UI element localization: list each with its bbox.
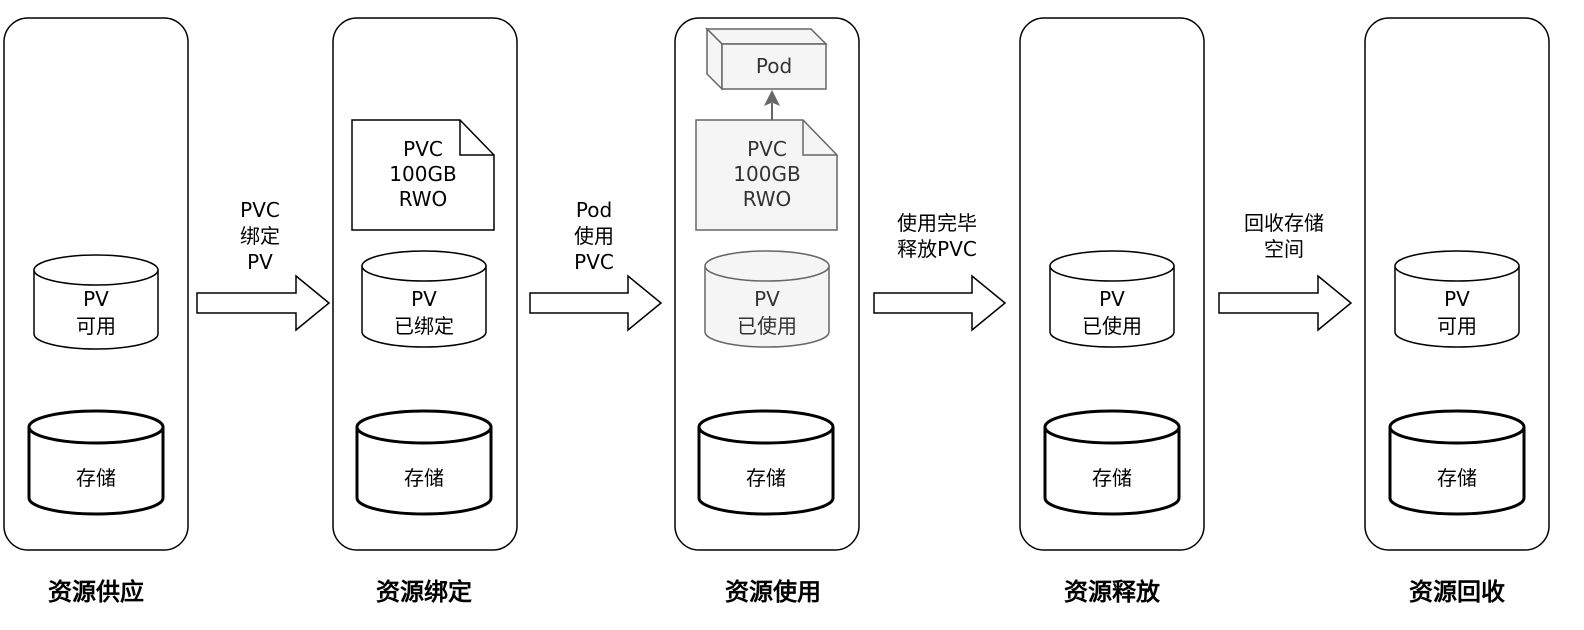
stage-title: 资源回收 <box>1409 578 1505 606</box>
stage-use: Pod PVC 100GB RWO PV 已使用 存储 <box>674 17 860 551</box>
storage-cylinder: 存储 <box>697 409 835 516</box>
pod-box: Pod <box>705 27 828 91</box>
transition-label-line: PVC <box>240 198 280 222</box>
arrow-right-icon <box>196 274 331 332</box>
stage-reclaim: PV 可用 存储 <box>1364 17 1550 551</box>
transition-label-line: 回收存储 <box>1244 211 1324 235</box>
transition-use: Pod 使用 PVC <box>529 198 663 332</box>
storage-cylinder: 存储 <box>1043 409 1181 516</box>
storage-cylinder: 存储 <box>355 409 493 516</box>
pvc-document: PVC 100GB RWO <box>351 119 495 231</box>
transition-label-line: 使用完毕 <box>897 211 977 235</box>
arrow-right-icon <box>529 274 663 332</box>
pv-state-label: 可用 <box>1437 314 1477 338</box>
transition-reclaim: 回收存储 空间 <box>1218 211 1353 332</box>
stage-provision: PV 可用 存储 <box>3 17 189 551</box>
pvc-label-line: PVC <box>403 137 443 161</box>
transition-release: 使用完毕 释放PVC <box>873 211 1007 332</box>
pv-cylinder: PV 可用 <box>33 254 159 350</box>
pv-label: PV <box>1099 287 1125 311</box>
pv-state-label: 已绑定 <box>394 314 454 338</box>
stage-title: 资源供应 <box>48 578 144 606</box>
pv-label: PV <box>83 287 109 311</box>
transition-label-line: 使用 <box>574 224 614 248</box>
storage-label: 存储 <box>404 466 444 490</box>
pvc-label-line: RWO <box>399 187 448 211</box>
pvc-document: PVC 100GB RWO <box>695 119 838 231</box>
stage-title: 资源绑定 <box>376 578 472 606</box>
arrow-right-icon <box>1218 274 1353 332</box>
transition-label-line: 绑定 <box>240 224 280 248</box>
pvc-label-line: 100GB <box>389 162 456 186</box>
pod-label: Pod <box>756 54 792 78</box>
pv-cylinder: PV 已使用 <box>704 250 830 348</box>
pv-cylinder: PV 可用 <box>1394 250 1520 348</box>
pvc-to-pod-arrow <box>763 89 781 120</box>
pv-state-label: 可用 <box>76 314 116 338</box>
pv-state-label: 已使用 <box>737 314 797 338</box>
storage-label: 存储 <box>1437 466 1477 490</box>
pv-label: PV <box>754 287 780 311</box>
transition-label-line: Pod <box>576 198 612 222</box>
stage-release: PV 已使用 存储 <box>1019 17 1205 551</box>
pv-state-label: 已使用 <box>1082 314 1142 338</box>
stage-bind: PVC 100GB RWO PV 已绑定 存储 <box>332 17 518 551</box>
stage-title: 资源释放 <box>1064 578 1161 606</box>
transition-label-line: PVC <box>574 250 614 274</box>
pvc-label-line: RWO <box>743 187 792 211</box>
pv-label: PV <box>1444 287 1470 311</box>
pv-cylinder: PV 已绑定 <box>361 250 487 348</box>
pvc-label-line: PVC <box>747 137 787 161</box>
storage-cylinder: 存储 <box>27 409 165 516</box>
storage-label: 存储 <box>1092 466 1132 490</box>
pv-label: PV <box>411 287 437 311</box>
transition-label-line: 释放PVC <box>897 237 977 261</box>
storage-label: 存储 <box>76 466 116 490</box>
transition-bind: PVC 绑定 PV <box>196 198 331 332</box>
storage-cylinder: 存储 <box>1388 409 1526 516</box>
storage-label: 存储 <box>746 466 786 490</box>
arrow-right-icon <box>873 274 1007 332</box>
transition-label-line: PV <box>247 250 273 274</box>
pvc-label-line: 100GB <box>733 162 800 186</box>
pv-cylinder: PV 已使用 <box>1049 250 1175 348</box>
stage-title: 资源使用 <box>725 578 821 606</box>
arrow-up-icon <box>763 89 781 106</box>
transition-label-line: 空间 <box>1264 237 1304 261</box>
